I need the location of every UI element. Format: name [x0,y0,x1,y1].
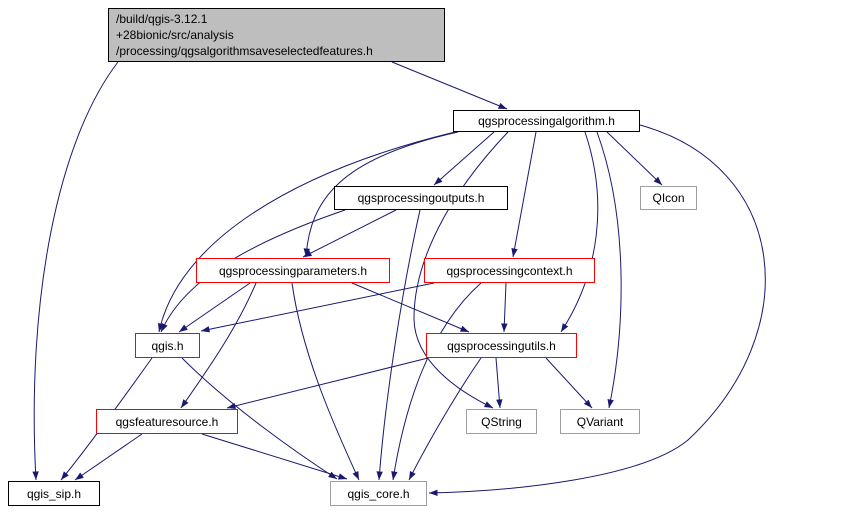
edge-arrowhead [61,471,69,480]
node-qgsprocessingoutputs-h[interactable]: qgsprocessingoutputs.h [334,186,508,210]
edge-arrowhead [409,470,416,480]
edge-qgsfeaturesource-to-qgis_sip [74,433,143,481]
edge-arrowhead [496,399,503,408]
edge-qgsprocessingalgorithm-to-qgsprocessingutils [560,131,599,333]
edge-arrowhead [483,401,493,408]
edge-qgsprocessingalgorithm-to-qvariant [596,131,622,409]
edge-qgsprocessingalgorithm-to-qgsprocessingparameters [305,131,459,258]
edge-arrowhead [303,248,310,257]
edge-qgsprocessingalgorithm-to-qstring [413,131,509,409]
edge-arrowhead [75,472,84,480]
edge-arrowhead [352,470,359,480]
edge-main-to-qgsprocessingalgorithm [391,61,508,110]
edge-qgis-to-qgis_core [181,357,338,480]
edge-arrowhead [303,250,313,257]
edge-arrowhead [429,489,438,496]
node-qicon: QIcon [640,186,697,210]
edge-arrowhead [653,176,662,185]
edge-qgsprocessingoutputs-to-qgis_core [378,209,421,481]
node-qgis-sip-h[interactable]: qgis_sip.h [8,481,100,506]
edge-qgsprocessingalgorithm-to-qicon [606,131,663,186]
node-qgis-core-h: qgis_core.h [330,481,427,506]
edge-arrowhead [561,323,569,332]
node-qgsprocessingparameters-h[interactable]: qgsprocessingparameters.h [196,258,390,283]
node-qgsprocessingcontext-h[interactable]: qgsprocessingcontext.h [424,258,595,283]
edge-arrowhead [201,326,210,333]
edge-arrowhead [328,471,337,479]
edge-qgsprocessingutils-to-qgis_core [408,357,482,481]
edge-qgsprocessingutils-to-qvariant [545,357,593,409]
edge-qgsprocessingparameters-to-qgsfeaturesource [180,282,257,409]
edge-arrowhead [497,102,507,109]
edge-qgsprocessingcontext-to-qgis [200,282,435,332]
node-source-file: /build/qgis-3.12.1 +28bionic/src/analysi… [108,8,445,62]
node-qgsfeaturesource-h[interactable]: qgsfeaturesource.h [96,409,238,434]
edge-qgsprocessingoutputs-to-qgsprocessingparameters [302,209,397,258]
edge-qgsprocessingalgorithm-to-qgsprocessingcontext [512,131,537,258]
edge-arrowhead [161,322,168,332]
edge-arrowhead [583,399,592,408]
edge-arrowhead [459,325,469,332]
edge-arrowhead [391,471,398,480]
node-qstring: QString [466,409,537,434]
node-qgsprocessingutils-h[interactable]: qgsprocessingutils.h [426,333,577,358]
edge-arrowhead [511,248,518,257]
edge-arrowhead [181,399,189,408]
edge-qgsprocessingcontext-to-qgis_core [392,282,482,481]
edge-arrowhead [501,323,508,332]
edge-arrowhead [434,176,443,185]
edge-arrowhead [32,471,39,480]
edge-qgsfeaturesource-to-qgis_core [201,433,348,480]
edge-arrowhead [179,324,188,332]
edge-arrowhead [376,471,383,480]
node-qvariant: QVariant [560,409,640,434]
edge-qgsprocessingalgorithm-to-qgsprocessingoutputs [433,131,495,186]
edge-qgsprocessingutils-to-qgsfeaturesource [226,357,429,409]
edge-qgsprocessingalgorithm-to-qgis_core [428,124,766,494]
edge-qgsprocessingalgorithm-to-qgis [158,131,456,333]
node-qgis-h[interactable]: qgis.h [135,333,200,358]
edge-qgsprocessingparameters-to-qgis_core [291,282,360,481]
edge-arrowhead [607,399,614,408]
edge-qgsprocessingparameters-to-qgsprocessingutils [351,282,470,333]
edge-main-to-qgis_sip [33,61,119,481]
edge-qgsprocessingparameters-to-qgis [178,282,251,333]
edge-arrowhead [337,473,347,480]
node-qgsprocessingalgorithm-h[interactable]: qgsprocessingalgorithm.h [453,110,640,132]
